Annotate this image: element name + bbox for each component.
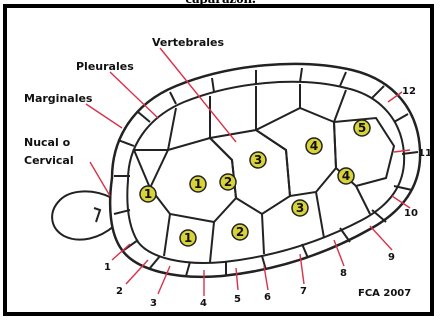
label-pleurales: Pleurales bbox=[76, 60, 134, 73]
marginal-number-1: 1 bbox=[104, 262, 111, 273]
marginal-number-8: 8 bbox=[340, 268, 347, 279]
label-nucal-line2: Cervical bbox=[24, 154, 74, 167]
marginal-number-5: 5 bbox=[234, 294, 241, 305]
pleural-upper-number-1: 1 bbox=[144, 187, 152, 201]
marginal-number-3: 3 bbox=[150, 298, 157, 309]
marginal-number-6: 6 bbox=[264, 292, 271, 303]
vertebral-number-2: 2 bbox=[224, 175, 232, 189]
marginal-number-4: 4 bbox=[200, 298, 207, 309]
marginal-number-2: 2 bbox=[116, 286, 123, 297]
pleural-upper-number-4: 4 bbox=[342, 169, 350, 183]
vertebral-number-5: 5 bbox=[358, 121, 366, 135]
marginal-number-11: 11 bbox=[418, 148, 432, 159]
credit-text: FCA 2007 bbox=[358, 288, 411, 299]
label-vertebrales: Vertebrales bbox=[152, 36, 224, 49]
vertebral-number-4: 4 bbox=[310, 139, 318, 153]
marginal-number-10: 10 bbox=[404, 208, 418, 219]
vertebral-number-3: 3 bbox=[254, 153, 262, 167]
label-nucal-line1: Nucal o bbox=[24, 136, 71, 149]
pleural-lower-number-2: 2 bbox=[236, 225, 244, 239]
marginal-number-9: 9 bbox=[388, 252, 395, 263]
pleural-lower-number-1: 1 bbox=[184, 231, 192, 245]
pleural-upper-number-3: 3 bbox=[296, 201, 304, 215]
marginal-number-7: 7 bbox=[300, 286, 307, 297]
turtle-head bbox=[52, 191, 114, 239]
label-marginales: Marginales bbox=[24, 92, 93, 105]
vertebral-number-1: 1 bbox=[194, 177, 202, 191]
marginal-number-12: 12 bbox=[402, 86, 416, 97]
